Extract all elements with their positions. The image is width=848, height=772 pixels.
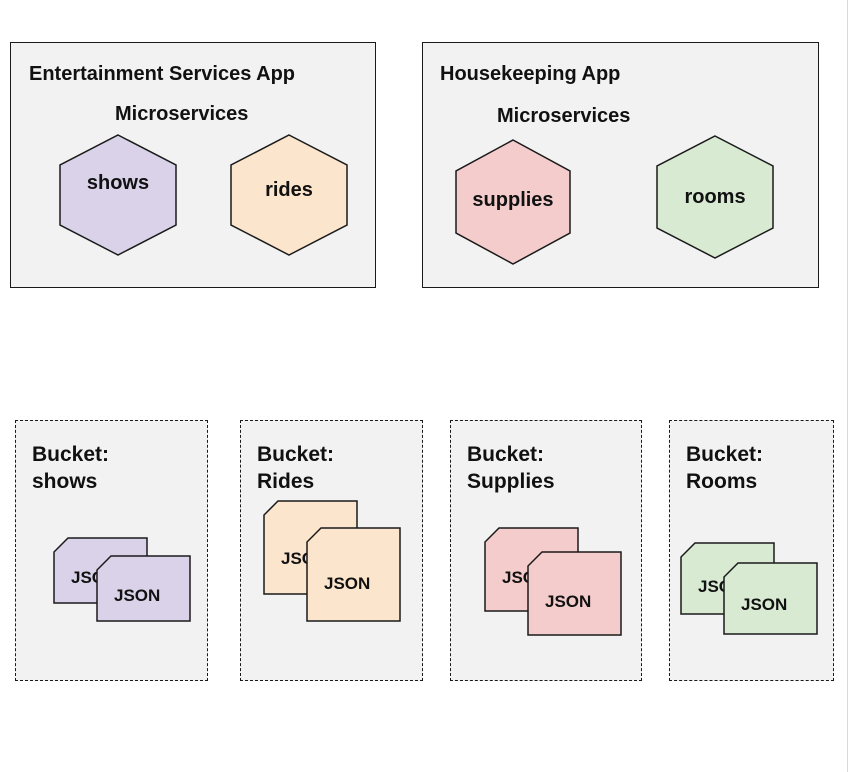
bucket-label: Bucket: Rooms <box>686 441 763 495</box>
app-subtitle: Microservices <box>115 103 249 125</box>
housekeeping-app-box: Housekeeping App Microservices supplies … <box>422 42 819 288</box>
service-label: rides <box>265 179 313 201</box>
bucket-label-line1: Bucket: <box>257 443 335 466</box>
service-label: supplies <box>472 189 554 211</box>
bucket-shows: Bucket: shows JSON JSON <box>15 420 208 681</box>
app-title: Entertainment Services App <box>29 63 296 85</box>
bucket-label: Bucket: Supplies <box>467 441 555 495</box>
bucket-label-line2: Rooms <box>686 470 758 493</box>
json-label: JSON <box>324 574 371 593</box>
bucket-label-line1: Bucket: <box>686 443 764 466</box>
service-hexagon-rooms: rooms <box>656 135 774 259</box>
bucket-rides: Bucket: Rides JSON JSON <box>240 420 423 681</box>
bucket-label-line1: Bucket: <box>32 443 110 466</box>
bucket-label-line2: Supplies <box>467 470 555 493</box>
service-hexagon-supplies: supplies <box>455 139 571 265</box>
service-hexagon-shows: shows <box>59 134 177 256</box>
bucket-label: Bucket: Rides <box>257 441 334 495</box>
entertainment-app-box: Entertainment Services App Microservices… <box>10 42 376 288</box>
bucket-supplies: Bucket: Supplies JSON JSON <box>450 420 642 681</box>
bucket-rooms: Bucket: Rooms JSON JSON <box>669 420 834 681</box>
app-subtitle: Microservices <box>497 105 631 127</box>
json-label: JSON <box>741 595 788 614</box>
bucket-label-line2: shows <box>32 470 98 493</box>
bucket-label-line1: Bucket: <box>467 443 545 466</box>
bucket-label: Bucket: shows <box>32 441 109 495</box>
json-label: JSON <box>545 592 592 611</box>
service-label: rooms <box>684 186 746 208</box>
bucket-label-line2: Rides <box>257 470 315 493</box>
service-label: shows <box>86 172 150 194</box>
json-label: JSON <box>114 586 161 605</box>
app-title: Housekeeping App <box>440 63 621 85</box>
service-hexagon-rides: rides <box>230 134 348 256</box>
